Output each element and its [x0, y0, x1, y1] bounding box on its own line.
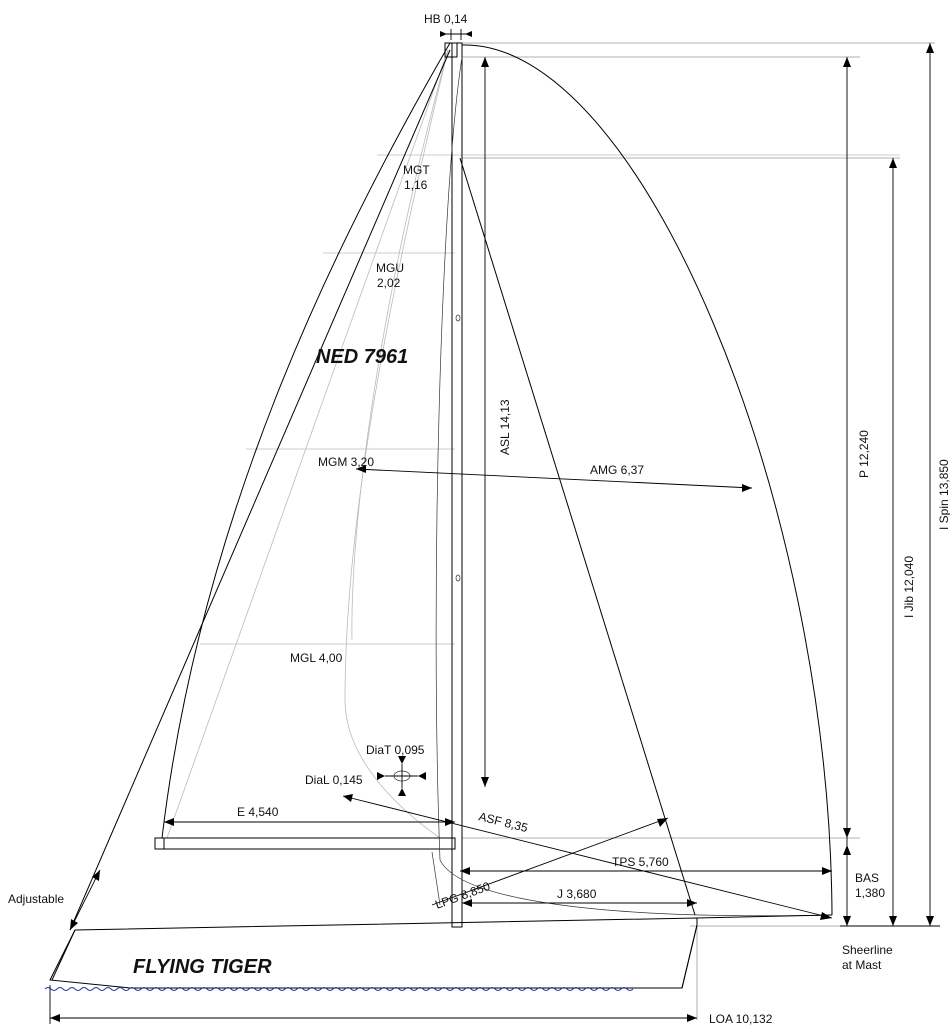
at-mast-label: at Mast: [842, 958, 882, 972]
hull-name: FLYING TIGER: [133, 956, 272, 978]
hb-label: HB 0,14: [424, 12, 468, 26]
mgu-label: MGU: [376, 261, 404, 275]
sheerline-label: Sheerline: [842, 943, 893, 957]
p-label: P 12,240: [857, 430, 871, 478]
mgt-value: 1,16: [404, 178, 428, 192]
adjustable-label: Adjustable: [8, 892, 64, 906]
waterline: [44, 987, 634, 991]
arrowheads: [50, 31, 934, 1022]
bas-label: BAS: [855, 871, 879, 885]
spinnaker: [431, 44, 833, 919]
dimension-lines: [49, 29, 940, 1024]
j-label: J 3,680: [557, 887, 597, 901]
mgt-label: MGT: [403, 163, 430, 177]
boom: [154, 837, 456, 850]
asl-label: ASL 14,13: [498, 399, 512, 455]
hull: [49, 917, 698, 989]
lpg-label: LPG 8,850: [433, 879, 492, 912]
tps-label: TPS 5,760: [612, 855, 669, 869]
forestay: [69, 49, 696, 931]
mgl-label: MGL 4,00: [290, 651, 343, 665]
amg-label: AMG 6,37: [590, 463, 644, 477]
i-spin-label: I Spin 13,850: [937, 459, 950, 530]
mgu-value: 2,02: [377, 276, 401, 290]
dial-label: DiaL 0,145: [305, 773, 363, 787]
loa-label: LOA 10,132: [709, 1012, 773, 1026]
girth-lines: [200, 154, 900, 645]
e-label: E 4,540: [237, 805, 279, 819]
sail-number: NED 7961: [316, 346, 408, 368]
mgm-label: MGM 3,20: [318, 455, 374, 469]
labels: HB 0,14 MGT 1,16 MGU 2,02 NED 7961 MGM 3…: [8, 12, 950, 1026]
i-jib-label: I Jib 12,040: [902, 556, 916, 618]
bas-value: 1,380: [855, 886, 885, 900]
mast: [444, 42, 463, 928]
diat-label: DiaT 0,095: [366, 743, 425, 757]
